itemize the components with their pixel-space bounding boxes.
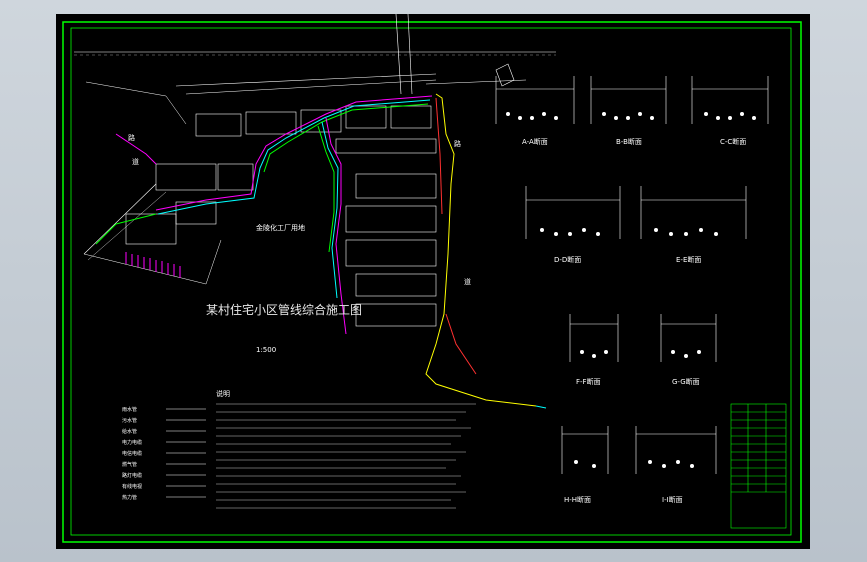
road-label-2: 道	[132, 157, 139, 166]
svg-text:给水管: 给水管	[122, 428, 137, 435]
svg-text:D-D断面: D-D断面	[554, 255, 581, 264]
notes-block: 说明	[216, 389, 476, 509]
cross-section-e: E-E断面	[640, 186, 747, 264]
cross-section-c: C-C断面	[691, 76, 769, 146]
svg-text:F-F断面: F-F断面	[576, 377, 601, 386]
road-label-4: 道	[464, 277, 471, 286]
cad-viewport[interactable]: 金陵化工厂用地 路 道 路 道 某村住宅小区管线综合施工图 1:500 说明 雨…	[56, 14, 810, 549]
svg-text:路灯电缆: 路灯电缆	[122, 472, 142, 479]
svg-text:C-C断面: C-C断面	[720, 137, 746, 146]
svg-text:电信电缆: 电信电缆	[122, 450, 142, 457]
cross-section-a: A-A断面	[495, 76, 575, 146]
left-boundary	[83, 183, 222, 285]
cross-section-d: D-D断面	[525, 186, 621, 264]
drawing-scale: 1:500	[256, 346, 276, 354]
svg-text:G-G断面: G-G断面	[672, 377, 700, 386]
outer-frame	[62, 21, 802, 543]
road-label-1: 路	[128, 133, 135, 142]
svg-text:A-A断面: A-A断面	[522, 137, 548, 146]
svg-text:燃气管: 燃气管	[122, 461, 137, 468]
road-label-3: 路	[454, 139, 461, 148]
svg-text:E-E断面: E-E断面	[676, 255, 701, 264]
drawing-title: 某村住宅小区管线综合施工图	[206, 302, 362, 317]
top-road	[74, 14, 556, 125]
title-block	[730, 403, 787, 529]
svg-text:B-B断面: B-B断面	[616, 137, 642, 146]
inner-frame	[70, 27, 792, 536]
svg-text:污水管: 污水管	[122, 417, 137, 424]
area-label: 金陵化工厂用地	[256, 223, 305, 232]
svg-text:I-I断面: I-I断面	[662, 495, 683, 504]
svg-text:热力管: 热力管	[122, 494, 137, 501]
cross-section-b: B-B断面	[590, 76, 667, 146]
svg-text:有线电视: 有线电视	[122, 483, 142, 490]
cross-section-g: G-G断面	[660, 314, 717, 386]
svg-text:说明: 说明	[216, 389, 230, 398]
site-buildings	[125, 105, 437, 327]
svg-text:电力电缆: 电力电缆	[122, 439, 142, 446]
pipeline-network	[95, 93, 547, 409]
svg-text:H-H断面: H-H断面	[564, 495, 591, 504]
cross-section-f: F-F断面	[569, 314, 619, 386]
cross-section-h: H-H断面	[561, 426, 609, 504]
cad-drawing-canvas[interactable]: 金陵化工厂用地 路 道 路 道 某村住宅小区管线综合施工图 1:500 说明 雨…	[56, 14, 810, 549]
svg-text:雨水管: 雨水管	[122, 406, 137, 413]
cross-section-i: I-I断面	[635, 426, 717, 504]
legend: 雨水管 污水管 给水管 电力电缆 电信电缆 燃气管 路灯电缆 有线电视 热力管	[122, 406, 206, 501]
